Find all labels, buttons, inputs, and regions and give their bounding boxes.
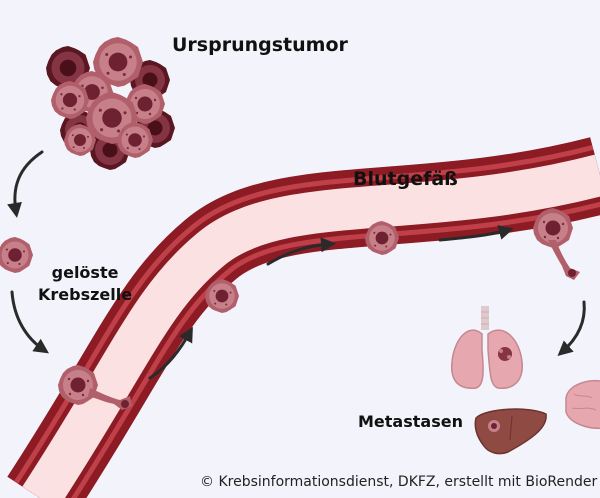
extravasating-cell bbox=[533, 208, 580, 280]
label-detached-cell: gelöste Krebszelle bbox=[38, 262, 132, 306]
arrow-tumor-to-cell bbox=[7, 150, 44, 218]
lungs-icon bbox=[450, 306, 523, 389]
brain-icon bbox=[565, 380, 600, 430]
intravasating-cell bbox=[58, 365, 132, 410]
process-arrows bbox=[7, 150, 586, 380]
arrow-vessel-2 bbox=[266, 237, 336, 266]
arrow-vessel-1 bbox=[148, 326, 193, 380]
liver-icon bbox=[474, 408, 547, 455]
label-detached-cell-line2: Krebszelle bbox=[38, 285, 133, 304]
arrow-vessel-3 bbox=[438, 225, 514, 242]
blood-vessel bbox=[7, 137, 600, 498]
credit-text: © Krebsinformationsdienst, DKFZ, erstell… bbox=[200, 474, 598, 490]
primary-tumor bbox=[46, 37, 175, 170]
arrow-cell-to-vessel bbox=[10, 290, 49, 354]
label-metastases: Metastasen bbox=[358, 412, 463, 431]
label-detached-cell-line1: gelöste bbox=[51, 263, 119, 282]
arrow-to-organs bbox=[557, 300, 586, 356]
label-primary-tumor: Ursprungstumor bbox=[172, 34, 348, 56]
label-blood-vessel: Blutgefäß bbox=[353, 168, 458, 190]
detached-cancer-cell bbox=[0, 237, 33, 273]
